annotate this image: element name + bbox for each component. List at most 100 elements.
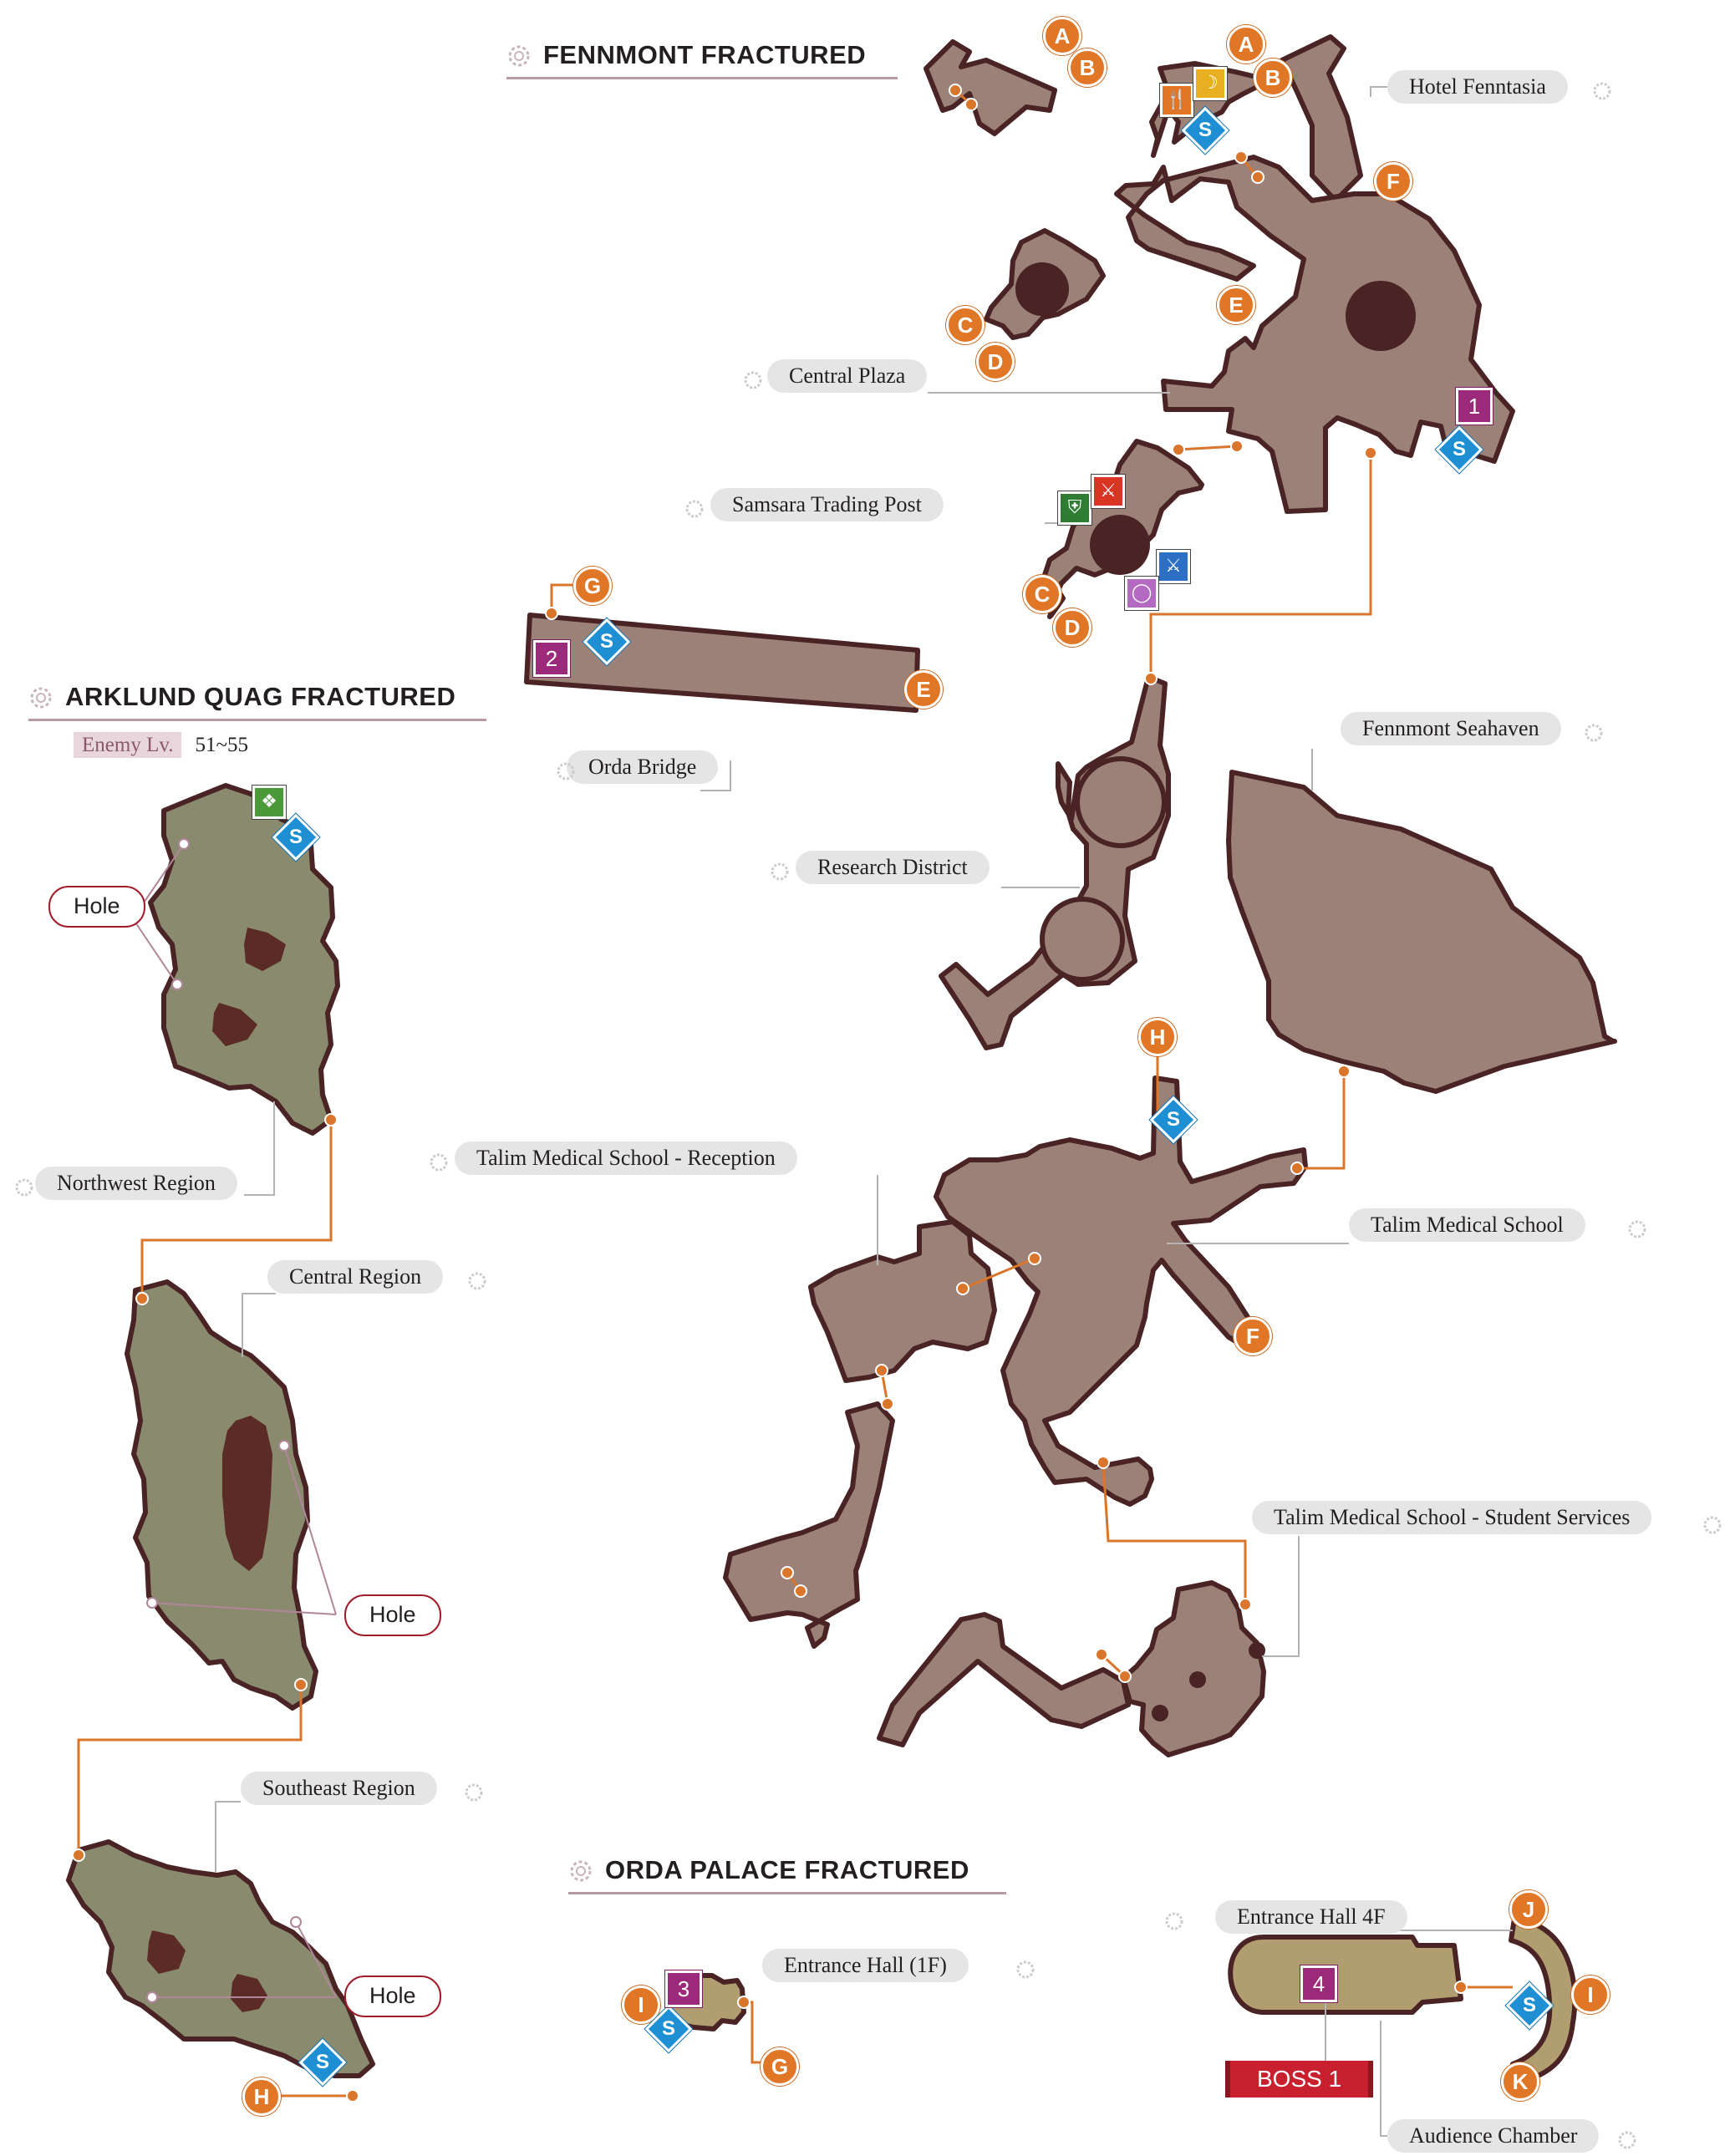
label-southeast-region: Southeast Region xyxy=(241,1772,437,1805)
label-northwest-region: Northwest Region xyxy=(35,1167,237,1200)
heading-fennmont: FENNMONT FRACTURED xyxy=(506,40,866,70)
area-talim xyxy=(934,1075,1308,1507)
marker-number-3[interactable]: 3 xyxy=(665,1970,702,2007)
label-talim-reception: Talim Medical School - Reception xyxy=(455,1142,797,1175)
gear-icon xyxy=(685,500,704,518)
boss-banner[interactable]: BOSS 1 xyxy=(1225,2061,1374,2098)
gear-icon xyxy=(1593,82,1611,100)
marker-c[interactable]: C xyxy=(1023,575,1061,613)
enemy-level-value: 51~55 xyxy=(195,734,248,756)
marker-number-4[interactable]: 4 xyxy=(1300,1965,1337,2002)
gear-icon xyxy=(468,1272,486,1290)
gear-icon xyxy=(1703,1516,1722,1534)
gear-icon xyxy=(570,1860,592,1882)
label-hole: Hole xyxy=(344,1975,441,2017)
fennmont-map xyxy=(524,34,1617,1757)
heading-orda: ORDA PALACE FRACTURED xyxy=(568,1855,969,1885)
heading-rule xyxy=(568,1892,1006,1894)
marker-b[interactable]: B xyxy=(1254,58,1292,97)
gear-icon xyxy=(771,862,789,881)
area-orda-bridge xyxy=(524,613,920,713)
area-reception xyxy=(808,1219,997,1383)
connector-dots xyxy=(72,84,1468,2103)
area-top-small xyxy=(924,39,1057,136)
marker-a[interactable]: A xyxy=(1227,25,1265,64)
weapon-shop-icon[interactable]: ⚔ xyxy=(1091,475,1125,508)
marker-c[interactable]: C xyxy=(946,306,985,344)
label-research-district: Research District xyxy=(796,851,990,884)
marker-h[interactable]: H xyxy=(1138,1018,1177,1056)
label-entrance-hall-4f: Entrance Hall 4F xyxy=(1215,1900,1407,1934)
marker-b[interactable]: B xyxy=(1068,48,1107,87)
section-title: ORDA PALACE FRACTURED xyxy=(605,1855,969,1884)
save-point-label: S xyxy=(1452,438,1466,460)
section-title: ARKLUND QUAG FRACTURED xyxy=(65,682,456,711)
inn-moon-icon[interactable]: ☽ xyxy=(1193,67,1227,100)
gear-icon xyxy=(30,687,52,709)
marker-a[interactable]: A xyxy=(1043,17,1081,55)
marker-i[interactable]: I xyxy=(622,1986,660,2024)
label-hole: Hole xyxy=(48,886,145,928)
label-fennmont-seahaven: Fennmont Seahaven xyxy=(1341,712,1561,745)
area-seahaven xyxy=(1226,770,1617,1094)
marker-e[interactable]: E xyxy=(1217,286,1255,324)
gear-icon xyxy=(1016,1960,1035,1979)
save-point-label: S xyxy=(1522,1994,1536,2016)
area-central-hub xyxy=(1114,155,1515,514)
marker-k[interactable]: K xyxy=(1501,2062,1539,2101)
marker-f[interactable]: F xyxy=(1234,1317,1272,1355)
area-southeast xyxy=(66,1839,375,2078)
gear-icon xyxy=(465,1783,483,1802)
armor-shop-icon[interactable]: ⛨ xyxy=(1058,491,1091,525)
save-point-label: S xyxy=(315,2051,329,2073)
gear-icon xyxy=(430,1153,448,1172)
section-title: FENNMONT FRACTURED xyxy=(543,40,867,69)
item-shop-icon[interactable]: ⚔ xyxy=(1157,550,1190,583)
gear-icon xyxy=(1165,1912,1183,1930)
area-talim-lower xyxy=(723,1401,895,1649)
marker-g[interactable]: G xyxy=(761,2047,799,2086)
label-entrance-hall-1f: Entrance Hall (1F) xyxy=(762,1949,969,1982)
leader-lines xyxy=(215,86,1513,2137)
gear-icon xyxy=(1628,1220,1646,1238)
gear-icon xyxy=(744,371,762,389)
save-point-label: S xyxy=(1198,119,1212,141)
marker-d[interactable]: D xyxy=(1053,608,1091,647)
herb-shop-icon[interactable]: ❖ xyxy=(252,786,286,819)
gear-icon xyxy=(15,1178,33,1197)
label-central-plaza: Central Plaza xyxy=(767,359,928,393)
area-central xyxy=(125,1279,318,1711)
leader-dots xyxy=(146,838,302,2003)
save-point-label: S xyxy=(288,826,303,848)
marker-number-1[interactable]: 1 xyxy=(1456,388,1493,425)
gear-icon xyxy=(1585,724,1603,742)
gear-icon xyxy=(1618,2131,1636,2149)
save-point-label: S xyxy=(661,2017,675,2040)
marker-e[interactable]: E xyxy=(904,670,943,709)
accessory-shop-icon[interactable]: ◯ xyxy=(1125,577,1158,610)
marker-h[interactable]: H xyxy=(242,2077,281,2116)
label-talim-student-services: Talim Medical School - Student Services xyxy=(1252,1501,1652,1534)
save-point-label: S xyxy=(599,630,613,653)
area-student-corridor xyxy=(877,1612,1131,1747)
marker-g[interactable]: G xyxy=(573,567,612,605)
area-entrance-4f xyxy=(1228,1935,1463,2015)
label-hotel-fenntasia: Hotel Fenntasia xyxy=(1387,70,1568,104)
label-central-region: Central Region xyxy=(267,1260,444,1294)
label-talim-medical-school: Talim Medical School xyxy=(1349,1208,1585,1242)
heading-rule xyxy=(506,77,898,79)
marker-d[interactable]: D xyxy=(976,343,1015,381)
enemy-level: Enemy Lv.51~55 xyxy=(74,732,248,758)
marker-j[interactable]: J xyxy=(1509,1890,1548,1929)
marker-f[interactable]: F xyxy=(1374,162,1412,201)
heading-rule xyxy=(28,719,486,721)
label-audience-chamber: Audience Chamber xyxy=(1387,2119,1600,2153)
marker-number-2[interactable]: 2 xyxy=(533,640,570,677)
label-samsara-trading-post: Samsara Trading Post xyxy=(710,488,944,521)
marker-i[interactable]: I xyxy=(1571,1975,1610,2014)
restaurant-icon[interactable]: 🍴 xyxy=(1160,84,1193,117)
area-hotel-arm xyxy=(1280,34,1363,203)
arklund-map xyxy=(66,783,375,2078)
save-point-label: S xyxy=(1166,1108,1180,1131)
